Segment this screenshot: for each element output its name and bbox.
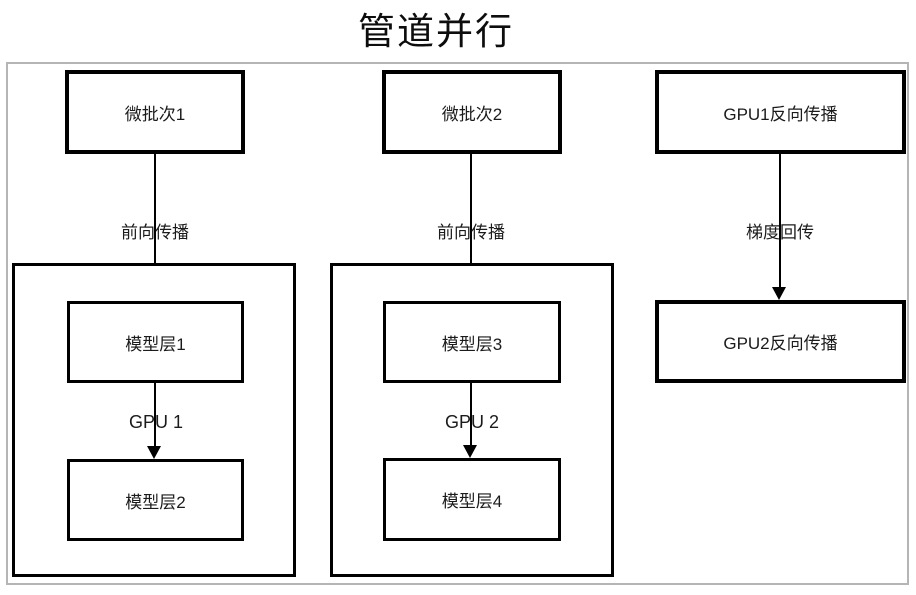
model-layer2-box: 模型层2 (67, 459, 244, 541)
forward2-arrow-label: 前向传播 (437, 223, 505, 242)
arrowhead-down-icon (463, 445, 477, 458)
gradient-arrow-label: 梯度回传 (746, 223, 814, 242)
forward1-arrow-line (154, 154, 156, 289)
forward1-arrow-label: 前向传播 (121, 223, 189, 242)
gpu2-label: GPU 2 (444, 412, 500, 432)
gpu1-label: GPU 1 (128, 412, 184, 432)
forward2-arrow-line (470, 154, 472, 289)
diagram-title: 管道并行 (358, 12, 514, 53)
gpu2-backward-box: GPU2反向传播 (655, 300, 906, 383)
gpu1-transfer-line (154, 383, 156, 447)
model-layer3-box: 模型层3 (383, 301, 561, 383)
microbatch1-box: 微批次1 (65, 70, 245, 154)
arrowhead-down-icon (772, 287, 786, 300)
arrowhead-down-icon (147, 446, 161, 459)
model-layer4-box: 模型层4 (383, 458, 561, 541)
model-layer1-box: 模型层1 (67, 301, 244, 383)
microbatch2-box: 微批次2 (382, 70, 562, 154)
gpu2-transfer-line (470, 383, 472, 446)
gradient-arrow-line (779, 154, 781, 288)
gpu1-backward-box: GPU1反向传播 (655, 70, 906, 154)
